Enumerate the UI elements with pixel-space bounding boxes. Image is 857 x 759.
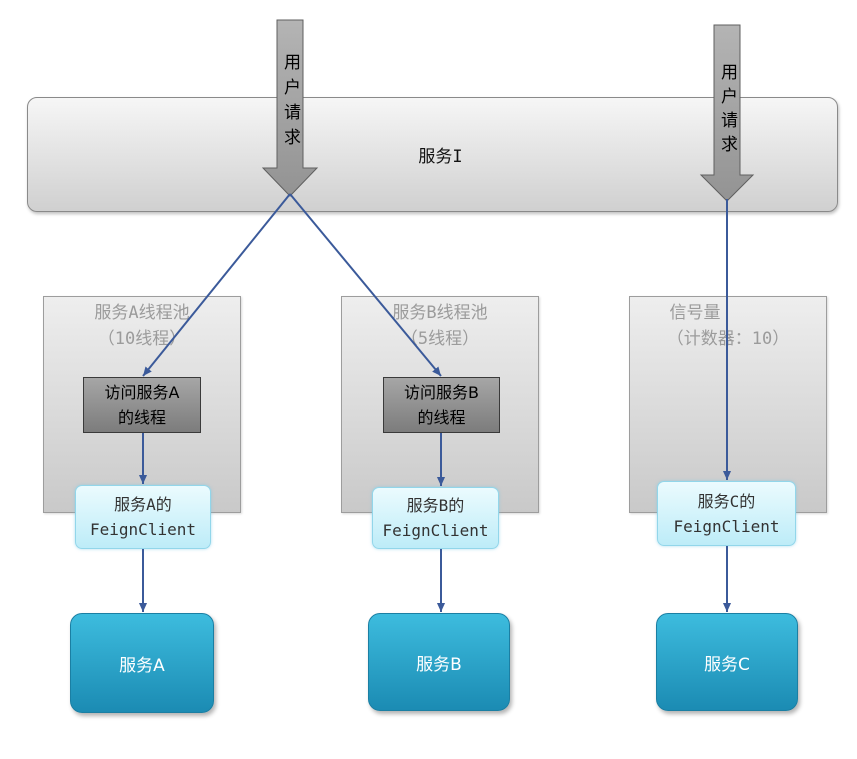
pool-b-subtitle: （5线程） — [400, 329, 480, 349]
service-c-box: 服务C — [656, 613, 798, 711]
user-request-label-2: 用户请求 — [717, 63, 737, 159]
service-c-label: 服务C — [704, 654, 750, 675]
client-b-box: 服务B的 FeignClient — [372, 487, 499, 549]
pool-b-title: 服务B线程池 — [392, 303, 488, 323]
pool-a-subtitle: （10线程） — [97, 329, 187, 349]
semaphore-c-title: 信号量 — [669, 303, 721, 323]
pool-b-thread-line-1: 访问服务B — [404, 383, 479, 402]
service-a-label: 服务A — [119, 655, 165, 676]
client-b-line-1: 服务B的 — [406, 496, 465, 515]
entry-service-label: 服务I — [418, 147, 463, 167]
service-b-label: 服务B — [416, 654, 462, 675]
client-c-line-1: 服务C的 — [697, 491, 756, 511]
service-b-box: 服务B — [368, 613, 510, 711]
user-request-label-1: 用户请求 — [280, 53, 300, 153]
pool-b-thread-box: 访问服务B 的线程 — [383, 377, 500, 433]
pool-b-thread-line-2: 的线程 — [417, 408, 466, 427]
service-a-box: 服务A — [70, 613, 214, 713]
pool-a-thread-line-1: 访问服务A — [104, 383, 180, 402]
client-c-box: 服务C的 FeignClient — [657, 481, 796, 546]
client-c-line-2: FeignClient — [673, 516, 780, 536]
pool-a-thread-line-2: 的线程 — [117, 408, 166, 427]
pool-a-thread-box: 访问服务A 的线程 — [83, 377, 201, 433]
pool-a-title: 服务A线程池 — [94, 303, 190, 323]
client-a-line-2: FeignClient — [90, 520, 196, 539]
client-b-line-2: FeignClient — [382, 521, 489, 540]
semaphore-c-subtitle: （计数器：10） — [666, 329, 790, 349]
client-a-line-1: 服务A的 — [114, 495, 172, 514]
client-a-box: 服务A的 FeignClient — [75, 485, 211, 549]
